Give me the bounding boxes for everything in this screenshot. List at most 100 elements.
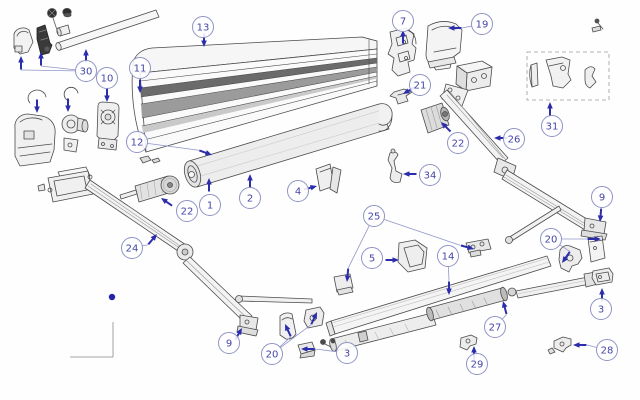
callout-22 <box>176 200 198 222</box>
callout-3 <box>590 298 612 320</box>
callout-label-12: 12 <box>131 138 144 149</box>
callout-arrow-3 <box>301 346 315 352</box>
hub-pulley-part <box>61 114 89 153</box>
leader-line <box>461 25 472 29</box>
callout-34 <box>419 164 441 186</box>
leader-line <box>142 244 149 247</box>
end-cover-part <box>425 21 463 71</box>
lead-rail-part <box>325 255 552 337</box>
callout-label-24: 24 <box>126 244 139 255</box>
callout-arrow-14 <box>446 281 452 295</box>
callout-label-3: 3 <box>598 305 604 316</box>
marker-dot <box>108 293 116 301</box>
callout-arrow-25 <box>344 268 351 282</box>
callout-arrow-34 <box>403 171 417 177</box>
callout-10 <box>96 67 118 89</box>
callout-arrow-22 <box>441 122 452 133</box>
corner-mark <box>70 322 114 358</box>
callout-label-29: 29 <box>471 360 484 371</box>
callout-arrow-22 <box>161 198 173 207</box>
callout-arrow-24 <box>147 234 157 245</box>
callout-arrow-20 <box>285 324 292 337</box>
awning-case-part <box>131 36 378 164</box>
callout-label-21: 21 <box>414 81 427 92</box>
callout-label-28: 28 <box>601 346 614 357</box>
ring-part <box>27 86 79 104</box>
callout-26 <box>503 128 525 150</box>
callout-label-25: 25 <box>368 212 381 223</box>
callout-28 <box>596 339 618 361</box>
callout-29 <box>466 353 488 375</box>
callout-label-22: 22 <box>181 207 194 218</box>
callout-12 <box>126 131 148 153</box>
pointer-arrow <box>65 98 71 112</box>
fabric-clamp-part <box>315 163 342 194</box>
end-bracket-part <box>13 27 34 55</box>
mounting-kit-part <box>529 56 597 89</box>
callout-2 <box>239 187 261 209</box>
shoulder-joint-part <box>558 235 606 273</box>
callout-20 <box>261 343 283 365</box>
callout-label-30: 30 <box>80 67 93 78</box>
callout-label-34: 34 <box>424 171 437 182</box>
pointer-arrow <box>34 99 40 113</box>
hook-bracket-part <box>387 148 403 183</box>
leader-line <box>314 348 337 353</box>
tension-rafter-part <box>329 271 599 352</box>
callout-label-3: 3 <box>344 349 350 360</box>
callout-arrow-9 <box>597 208 604 222</box>
callout-arrow-30 <box>18 56 24 70</box>
callout-21 <box>409 74 431 96</box>
callout-label-7: 7 <box>400 17 406 28</box>
callout-label-22: 22 <box>452 139 465 150</box>
callout-19 <box>471 13 493 35</box>
callout-label-2: 2 <box>247 194 253 205</box>
foot-cover-part <box>279 312 297 340</box>
callout-13 <box>192 16 214 38</box>
callout-7 <box>392 10 414 32</box>
callout-1 <box>199 194 221 216</box>
callout-arrow-31 <box>547 102 553 116</box>
callout-arrow-3 <box>599 288 605 302</box>
callout-14 <box>437 245 459 267</box>
left-arm-part <box>37 166 313 337</box>
callout-20 <box>540 228 562 250</box>
fabric-roll-part <box>183 103 393 188</box>
leader-line <box>586 344 597 348</box>
callout-3 <box>336 342 358 364</box>
callout-5 <box>361 247 383 269</box>
callout-arrow-30 <box>38 52 44 66</box>
leader-line <box>20 69 76 72</box>
callout-label-19: 19 <box>476 20 489 31</box>
callout-label-4: 4 <box>295 187 301 198</box>
leader-line <box>448 266 450 282</box>
callout-27 <box>484 316 506 338</box>
support-bracket-part <box>397 239 428 273</box>
callout-label-5: 5 <box>369 254 375 265</box>
callout-arrow-30 <box>83 49 89 63</box>
callout-31 <box>541 115 563 137</box>
leader-line <box>147 142 199 151</box>
clip-part <box>459 334 478 351</box>
callout-11 <box>129 57 151 79</box>
screw-kit-part <box>591 18 604 33</box>
callout-label-20: 20 <box>545 235 558 246</box>
callout-9 <box>591 186 613 208</box>
callout-arrow-29 <box>471 346 477 360</box>
callout-arrow-28 <box>573 342 587 348</box>
spring-cartridge-right-part <box>420 102 450 134</box>
callout-label-9: 9 <box>226 339 232 350</box>
callout-4 <box>287 180 309 202</box>
callout-arrow-7 <box>400 30 406 44</box>
callout-arrow-10 <box>104 88 110 102</box>
right-arm-part <box>439 60 608 244</box>
callout-arrow-27 <box>501 301 508 315</box>
leader-line <box>383 218 461 246</box>
callout-22 <box>447 132 469 154</box>
left-end-cap-part <box>14 113 56 167</box>
leader-line <box>280 324 312 349</box>
rail-stop-part <box>333 238 492 296</box>
